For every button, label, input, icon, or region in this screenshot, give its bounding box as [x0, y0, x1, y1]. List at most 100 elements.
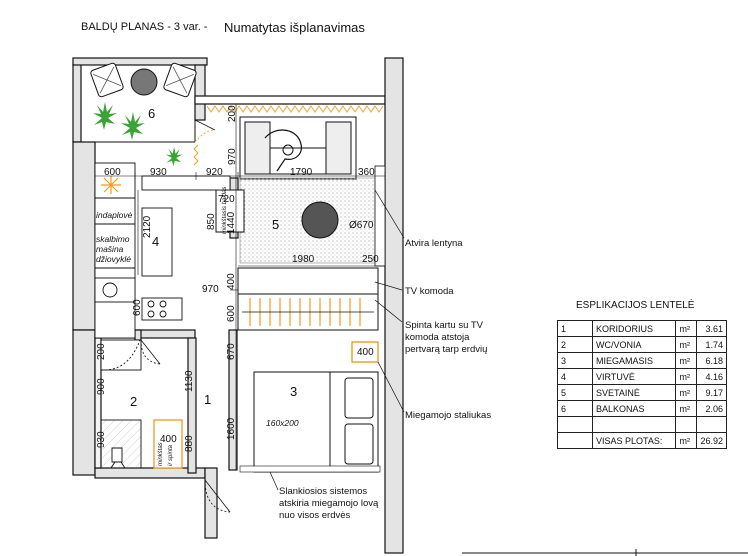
row-name: MIEGAMASIS — [591, 352, 677, 369]
plant-icon — [93, 102, 117, 130]
row-name: KORIDORIUS — [591, 320, 677, 337]
room-label-1: 1 — [204, 392, 211, 407]
plan-title: Numatytas išplanavimas — [224, 20, 365, 35]
vent-icon — [101, 176, 121, 194]
table-row: 4 VIRTUVĖ m² 4.16 — [557, 368, 727, 385]
callout-sliding: atskiria miegamojo lovą — [279, 498, 379, 509]
callout-leaders — [269, 189, 405, 491]
explication-title: ESPLIKACIJOS LENTELĖ — [576, 300, 695, 311]
callout-wardrobe: komoda atstoja — [405, 332, 470, 343]
table-row-total: VISAS PLOTAS: m² 26.92 — [557, 432, 727, 449]
row-number: 3 — [557, 352, 593, 369]
row-unit: m² — [675, 320, 698, 337]
fixture-label-niche: minkštasis baldas — [222, 187, 228, 234]
row-name: SVETAINĖ — [591, 384, 677, 401]
row-number: 6 — [557, 400, 593, 417]
row-number: 4 — [557, 368, 593, 385]
row-number: 5 — [557, 384, 593, 401]
callout-nightstand: Miegamojo staliukas — [405, 410, 491, 421]
fixture-label-washer: džiovyklė — [96, 254, 131, 264]
tv-dresser — [237, 267, 379, 295]
bathroom-fixtures — [100, 339, 183, 469]
room-label-4: 4 — [152, 234, 159, 249]
dim-label: 600 — [104, 167, 121, 178]
dim-label: 1790 — [290, 167, 313, 178]
total-empty-cell — [557, 432, 593, 449]
room-label-5: 5 — [272, 217, 279, 232]
row-unit: m² — [675, 336, 698, 353]
dim-label: Ø670 — [349, 220, 374, 231]
balcony-furniture — [90, 62, 197, 98]
row-number: 2 — [557, 336, 593, 353]
dim-label: 600 — [226, 305, 237, 322]
dim-label: 2120 — [142, 215, 153, 238]
plant-icon — [121, 112, 145, 140]
dim-label: 1600 — [226, 417, 237, 440]
dim-label: 920 — [206, 167, 223, 178]
dim-label: 970 — [202, 284, 219, 295]
coffee-table — [301, 201, 339, 239]
room-label-3: 3 — [290, 384, 297, 399]
spacer-cell — [696, 416, 727, 433]
dimension-lines — [94, 104, 386, 470]
nightstand — [351, 341, 379, 363]
table-row: 3 MIEGAMASIS m² 6.18 — [557, 352, 727, 369]
sheet-title: BALDŲ PLANAS - 3 var. - — [81, 21, 208, 33]
callout-sliding: nuo visos erdvės — [279, 510, 351, 521]
dim-label: 1130 — [184, 370, 195, 392]
dim-label: 930 — [96, 431, 107, 448]
callout-wardrobe: pertvarą tarp erdvių — [405, 344, 487, 355]
dim-label: 200 — [227, 105, 238, 122]
table-row: 6 BALKONAS m² 2.06 — [557, 400, 727, 417]
room-label-6: 6 — [148, 106, 155, 121]
room-label-2: 2 — [130, 394, 137, 409]
dim-label: 1440 — [226, 211, 237, 234]
dim-label: 600 — [132, 299, 143, 316]
dim-label: 360 — [358, 167, 375, 178]
spacer-cell — [591, 416, 677, 433]
row-number: 1 — [557, 320, 593, 337]
row-unit: m² — [675, 368, 698, 385]
row-unit: m² — [675, 384, 698, 401]
curtain-top — [206, 105, 384, 113]
row-area: 1.74 — [696, 336, 727, 353]
row-name: VIRTUVĖ — [591, 368, 677, 385]
table-row: 1 KORIDORIUS m² 3.61 — [557, 320, 727, 337]
row-area: 4.16 — [696, 368, 727, 385]
fixture-label-shoe-rack: ir spinta — [168, 444, 174, 466]
walls — [72, 57, 404, 554]
dim-label: 880 — [184, 435, 195, 452]
row-area: 6.18 — [696, 352, 727, 369]
dim-label: 970 — [227, 148, 238, 165]
explication-table: 1 KORIDORIUS m² 3.61 2 WC/VONIA m² 1.74 … — [557, 320, 727, 449]
dim-label: 200 — [96, 343, 107, 360]
dim-label: 400 — [160, 434, 177, 445]
dim-label: 670 — [226, 343, 237, 360]
table-row: 2 WC/VONIA m² 1.74 — [557, 336, 727, 353]
kitchen-cabinets — [94, 162, 231, 339]
fixture-label-dishwasher: indaplovė — [96, 210, 133, 220]
row-unit: m² — [675, 352, 698, 369]
total-value: 26.92 — [696, 432, 727, 449]
dim-label: 400 — [226, 273, 237, 290]
open-shelf — [374, 165, 386, 267]
total-unit: m² — [675, 432, 698, 449]
fixture-label-washer: skalbimo — [96, 234, 130, 244]
row-name: BALKONAS — [591, 400, 677, 417]
callout-sliding: Slankiosios sistemos — [279, 486, 367, 497]
row-unit: m² — [675, 400, 698, 417]
wardrobe — [237, 293, 379, 331]
spacer-cell — [557, 416, 593, 433]
door-swings — [140, 339, 231, 513]
dim-label: 400 — [357, 347, 374, 358]
balcony-door — [194, 119, 216, 143]
dim-label: 720 — [218, 194, 235, 205]
table-row-spacer — [557, 416, 727, 433]
callout-tv-dresser: TV komoda — [405, 286, 454, 297]
callout-wardrobe: Spinta kartu su TV — [405, 320, 484, 331]
callout-open-shelf: Atvira lentyna — [405, 238, 463, 249]
fixture-label-shoe-rack: minkštas — [158, 442, 164, 466]
fixture-label-washer: mašina — [96, 244, 124, 254]
bed — [253, 371, 379, 473]
